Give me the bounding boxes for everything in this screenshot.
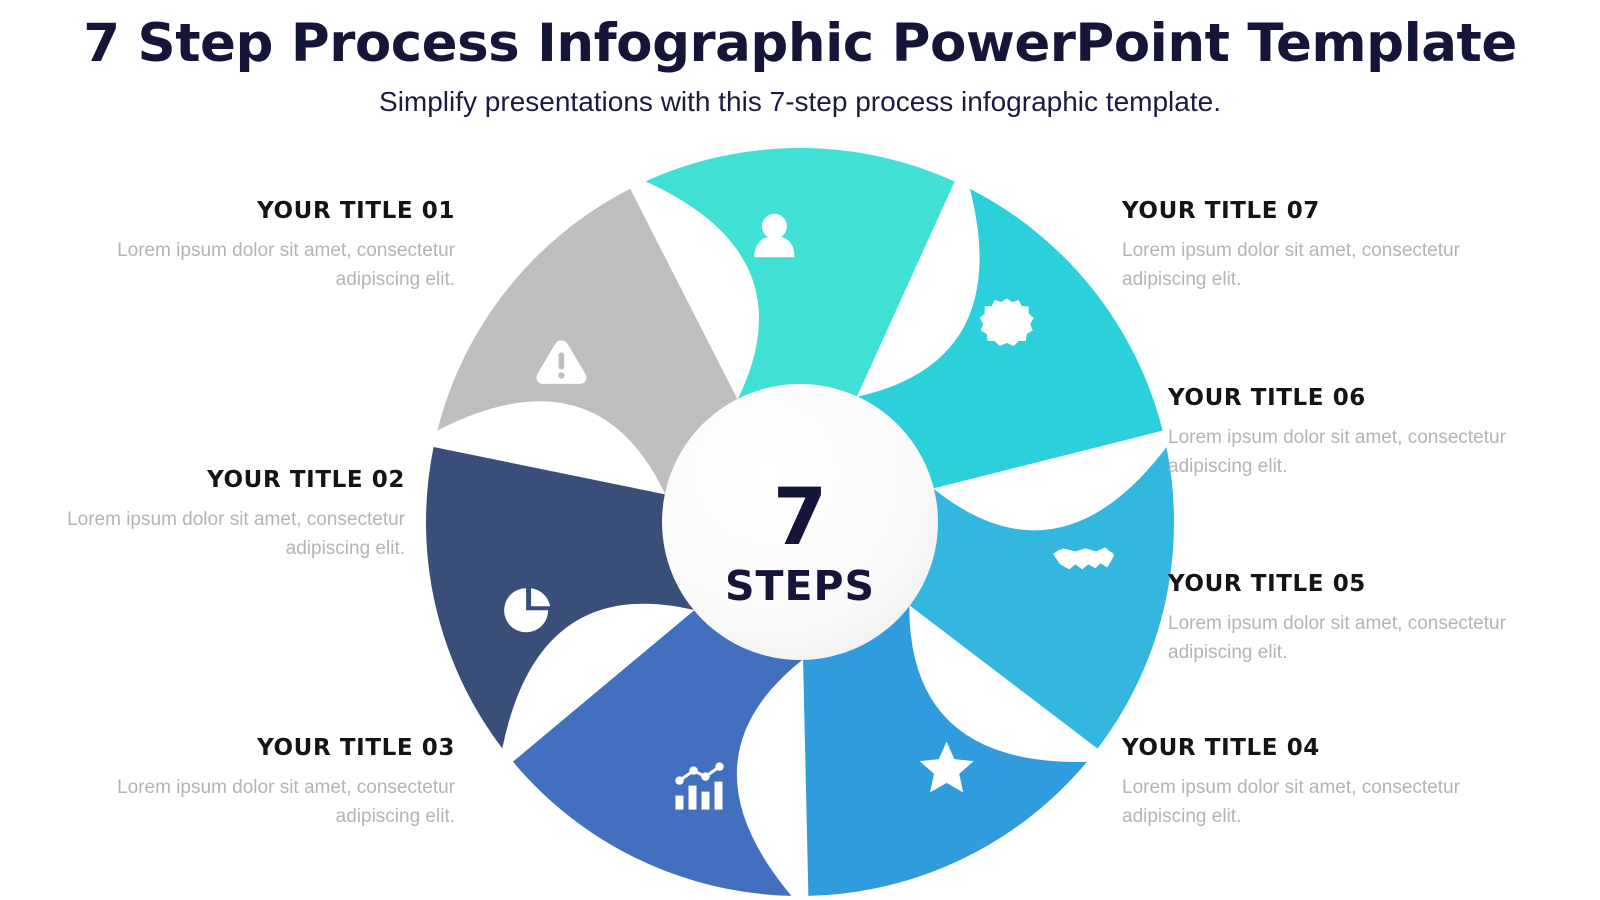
wheel-segment-03[interactable] [512,606,811,896]
warning-triangle-icon [536,340,587,384]
step-title-01: YOUR TITLE 01 [257,198,455,224]
center-number: 7 [773,473,827,563]
center-label: STEPS [725,562,875,610]
bar-chart-growth-icon [675,762,724,810]
step-title-05: YOUR TITLE 05 [1168,571,1366,597]
step-label-02[interactable]: YOUR TITLE 02 Lorem ipsum dolor sit amet… [35,467,405,564]
step-title-02: YOUR TITLE 02 [207,467,405,493]
step-title-04: YOUR TITLE 04 [1122,735,1320,761]
step-label-05[interactable]: YOUR TITLE 05 Lorem ipsum dolor sit amet… [1168,571,1548,668]
wheel-segment-02[interactable] [426,446,704,749]
handshake-icon [1053,547,1115,570]
svg-text:$: $ [998,309,1016,339]
step-title-06: YOUR TITLE 06 [1168,385,1366,411]
step-title-07: YOUR TITLE 07 [1122,198,1320,224]
center-disc [662,384,938,660]
gear-dollar-icon: $ [979,298,1034,346]
step-label-06[interactable]: YOUR TITLE 06 Lorem ipsum dolor sit amet… [1168,385,1548,482]
step-body-05: Lorem ipsum dolor sit amet, consectetur … [1168,613,1506,664]
page-subtitle: Simplify presentations with this 7-step … [379,85,1221,117]
step-label-01[interactable]: YOUR TITLE 01 Lorem ipsum dolor sit amet… [70,198,455,295]
header: 7 Step Process Infographic PowerPoint Te… [0,0,1600,118]
user-silhouette-icon [754,213,795,258]
step-body-03: Lorem ipsum dolor sit amet, consectetur … [117,777,455,828]
step-body-07: Lorem ipsum dolor sit amet, consectetur … [1122,240,1460,291]
pinwheel-diagram: $ [426,148,1174,896]
wheel-segment-05[interactable] [905,447,1174,749]
icon-group: $ [504,213,1115,810]
step-label-07[interactable]: YOUR TITLE 07 Lorem ipsum dolor sit amet… [1122,198,1522,295]
step-body-02: Lorem ipsum dolor sit amet, consectetur … [67,509,405,560]
step-body-04: Lorem ipsum dolor sit amet, consectetur … [1122,777,1460,828]
segment-group [426,148,1174,896]
step-body-01: Lorem ipsum dolor sit amet, consectetur … [117,240,455,291]
step-body-06: Lorem ipsum dolor sit amet, consectetur … [1168,427,1506,478]
step-label-03[interactable]: YOUR TITLE 03 Lorem ipsum dolor sit amet… [70,735,455,832]
pie-chart-icon [504,588,551,633]
page-title: 7 Step Process Infographic PowerPoint Te… [83,13,1517,74]
star-icon [919,741,974,793]
pinwheel-svg: $ [426,148,1174,896]
step-title-03: YOUR TITLE 03 [257,735,455,761]
wheel-segment-07[interactable] [645,148,955,409]
wheel-segment-01[interactable] [437,188,741,504]
step-label-04[interactable]: YOUR TITLE 04 Lorem ipsum dolor sit amet… [1122,735,1522,832]
